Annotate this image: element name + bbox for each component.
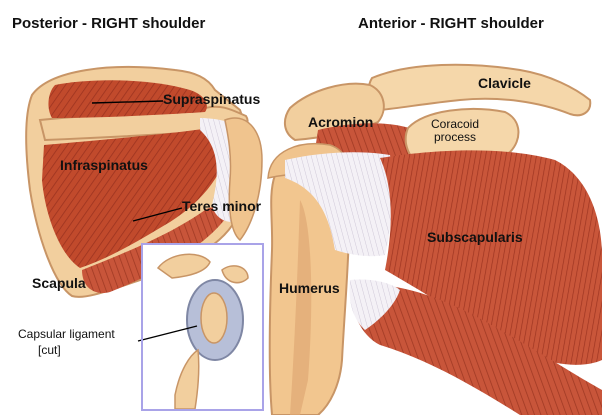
acromion-label: Acromion [308,114,374,130]
infraspinatus-muscle [42,128,230,268]
anterior-lower-tendon [349,279,400,330]
inset-acromion [156,253,211,279]
subscapularis-muscle [380,150,602,365]
anterior-view [267,63,602,415]
humeral-head-posterior [224,117,263,242]
subscapularis-label: Subscapularis [427,229,523,245]
teres-minor-label: Teres minor [182,198,262,214]
inset-frame [141,243,264,411]
coracoid-label-line1: Coracoid [430,117,480,131]
anterior-view-title: Anterior - RIGHT shoulder [358,15,544,32]
posterior-view-title: Posterior - RIGHT shoulder [12,15,206,32]
humerus-shadow [290,200,312,415]
teres-minor-pointer [132,207,183,222]
coracoid-process-label: Coracoid process [425,117,485,145]
capsular-ligament-pointer [137,325,198,342]
capsular-ligament-cut-label: [cut] [38,343,61,357]
scapula-label: Scapula [32,275,86,291]
supraspinatus-pointer [91,100,164,104]
capsule-inset [137,245,262,410]
coracoid-label-line2: process [433,130,477,145]
supraspinatus-label: Supraspinatus [163,91,261,107]
inset-glenoid [200,292,228,344]
posterior-view [25,66,263,298]
humerus-label: Humerus [279,280,340,296]
infraspinatus-label: Infraspinatus [60,157,148,173]
inset-scapula-neck [174,348,200,410]
capsular-ligament-label: Capsular ligament [18,327,115,341]
lower-anterior-muscle [350,284,602,415]
supraspinatus-muscle-posterior [48,80,207,118]
inset-coracoid [221,265,249,284]
clavicle-label: Clavicle [478,75,531,91]
subscapularis-tendon [285,152,393,257]
